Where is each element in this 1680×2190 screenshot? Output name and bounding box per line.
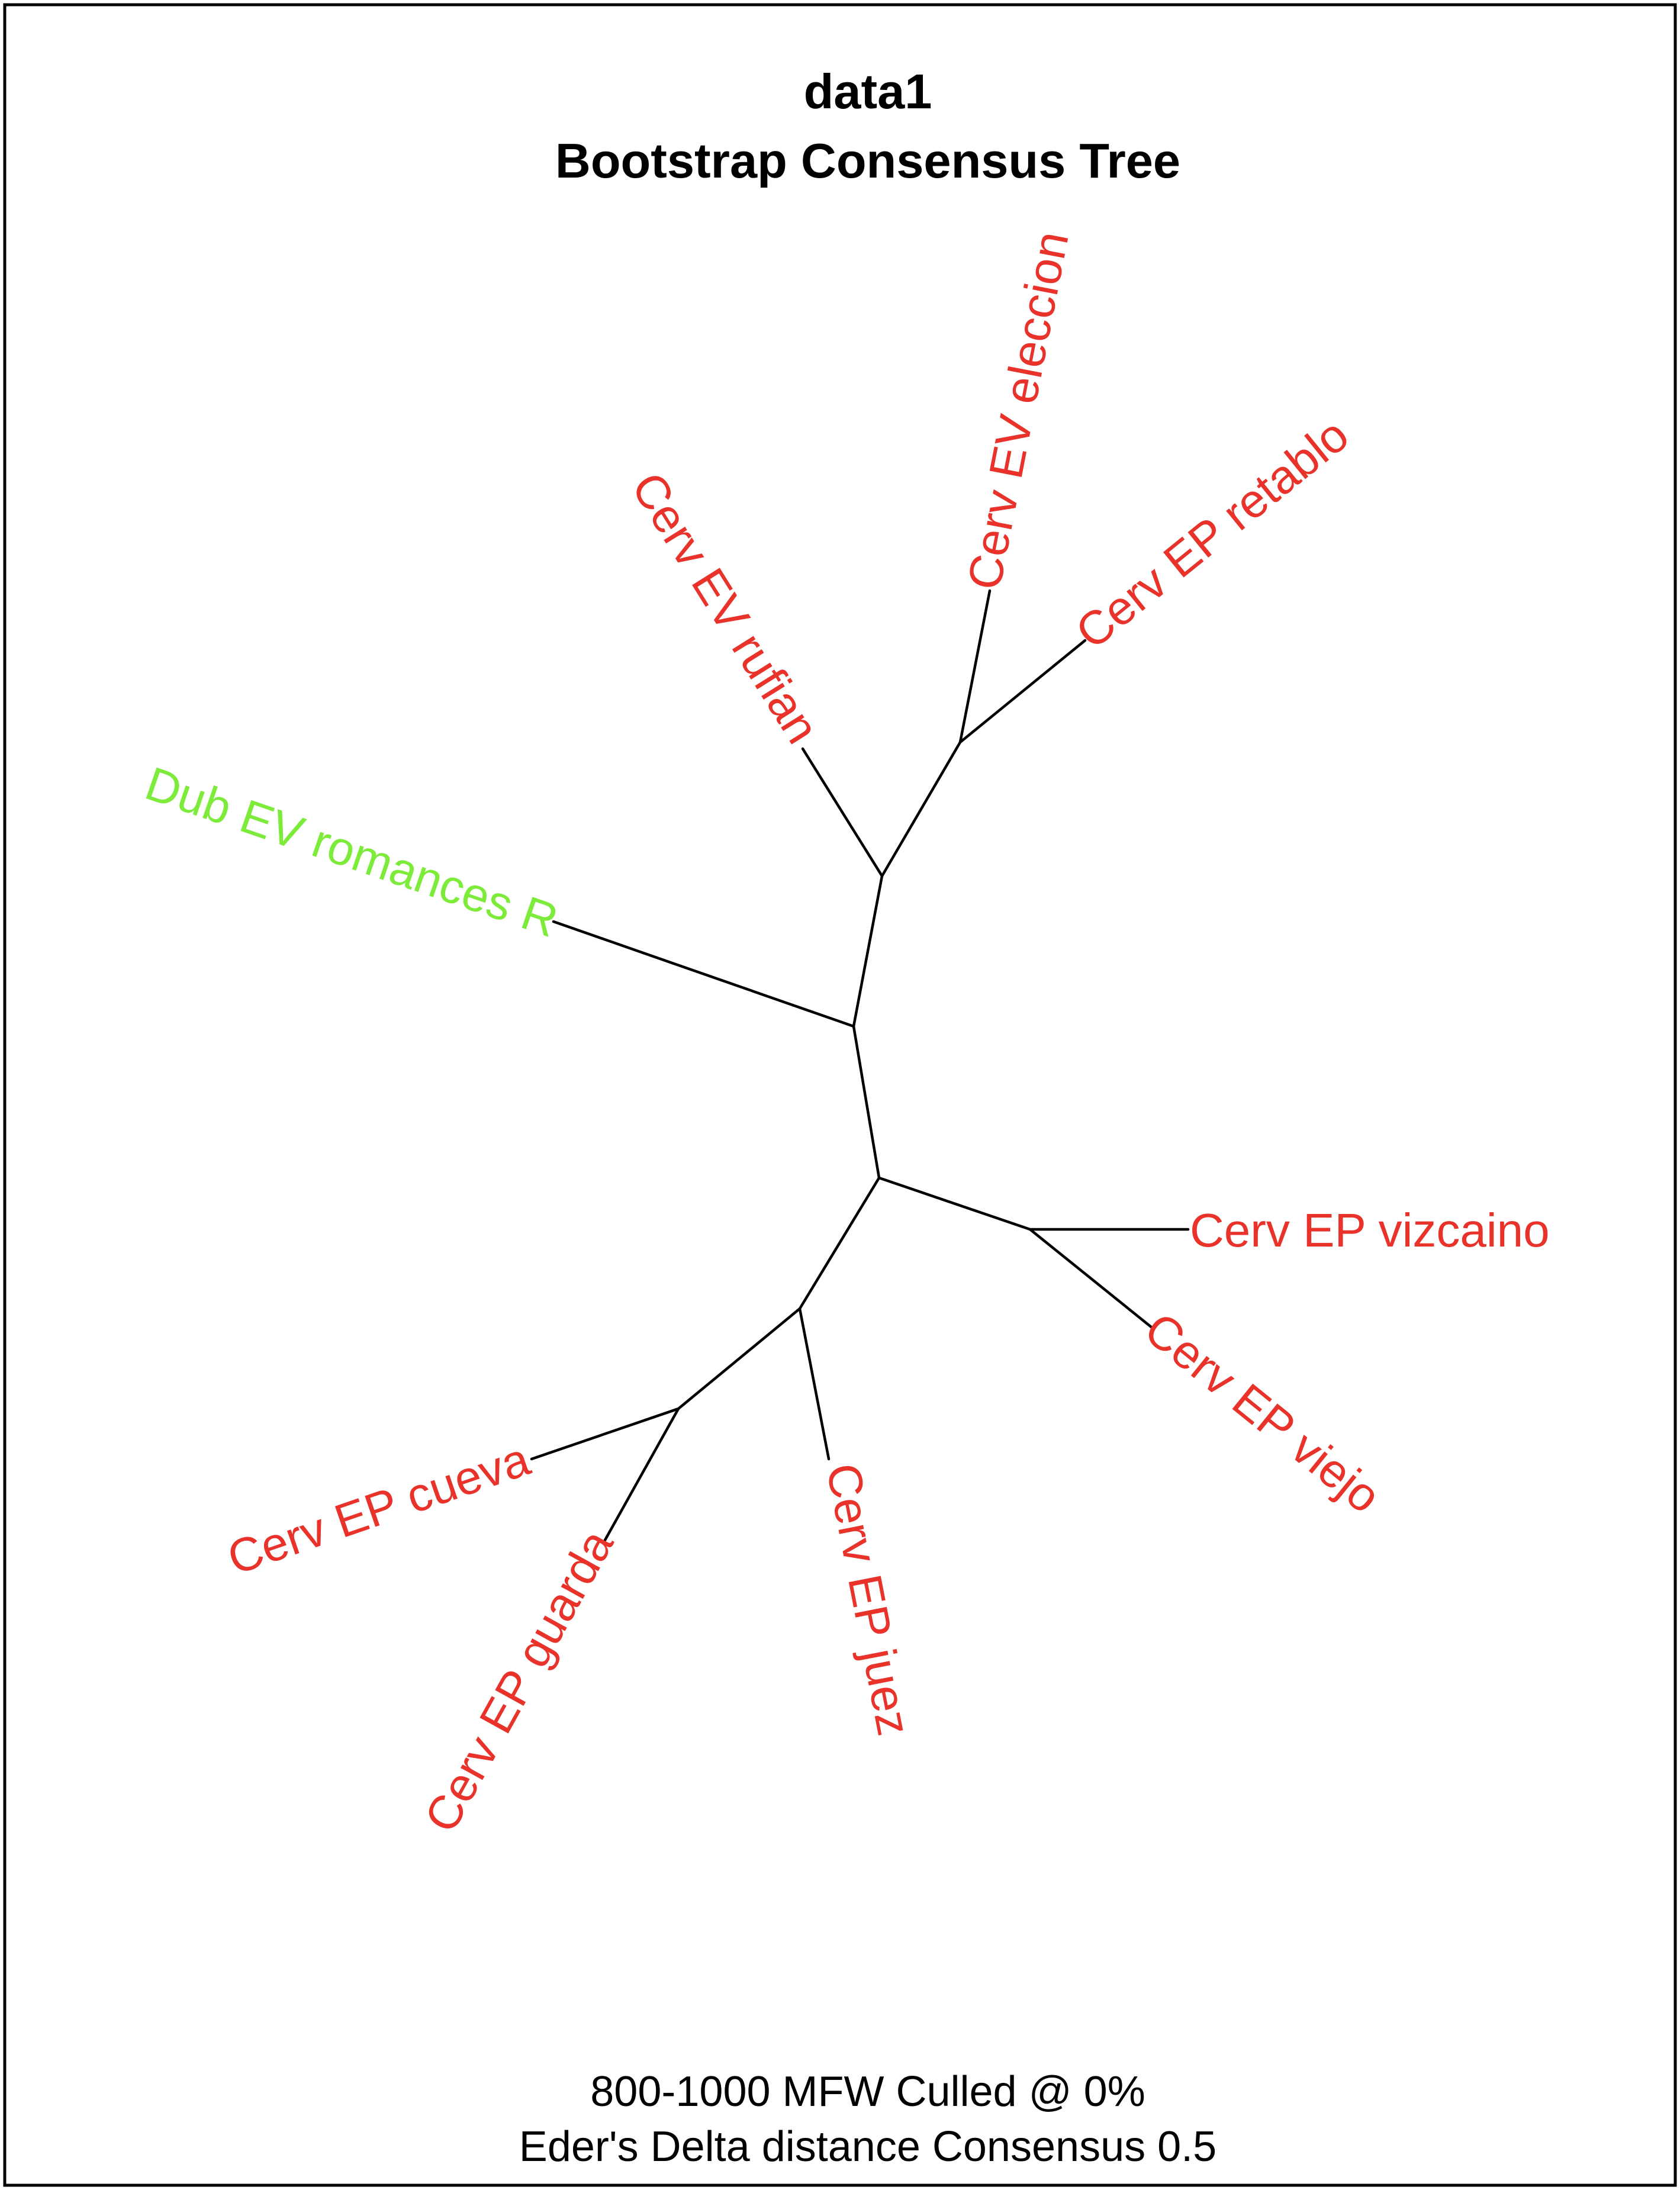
edge-root-to-upper-clade [852,874,884,1028]
plot-frame [3,3,1677,2187]
edge-pair-to-cueva [530,1407,680,1461]
edge-root-to-romances [552,920,855,1028]
edge-upper-to-rufian [801,747,884,878]
edge-pair-to-guarda [603,1407,680,1542]
tree-edges [530,589,1190,1542]
edge-upper-to-pair [880,740,962,878]
edge-right-to-viejo [1028,1228,1154,1329]
edge-lower-to-right-clade [877,1176,1032,1231]
caption-line-2: Eder's Delta distance Consensus 0.5 [519,2123,1216,2170]
edge-pair-to-eleccion [958,589,992,744]
edge-pair-to-retablo [958,639,1087,744]
edge-lower-to-left-clade [798,1176,881,1310]
edge-root-to-lower-clade [852,1025,881,1180]
caption-line-1: 800-1000 MFW Culled @ 0% [590,2068,1145,2115]
tip-label-vizcaino: Cerv EP vizcaino [1190,1204,1550,1257]
edge-left-to-pair [677,1307,802,1410]
title-line-2: Bootstrap Consensus Tree [555,133,1180,188]
edge-left-to-juez [798,1307,831,1461]
title-line-1: data1 [804,64,932,119]
